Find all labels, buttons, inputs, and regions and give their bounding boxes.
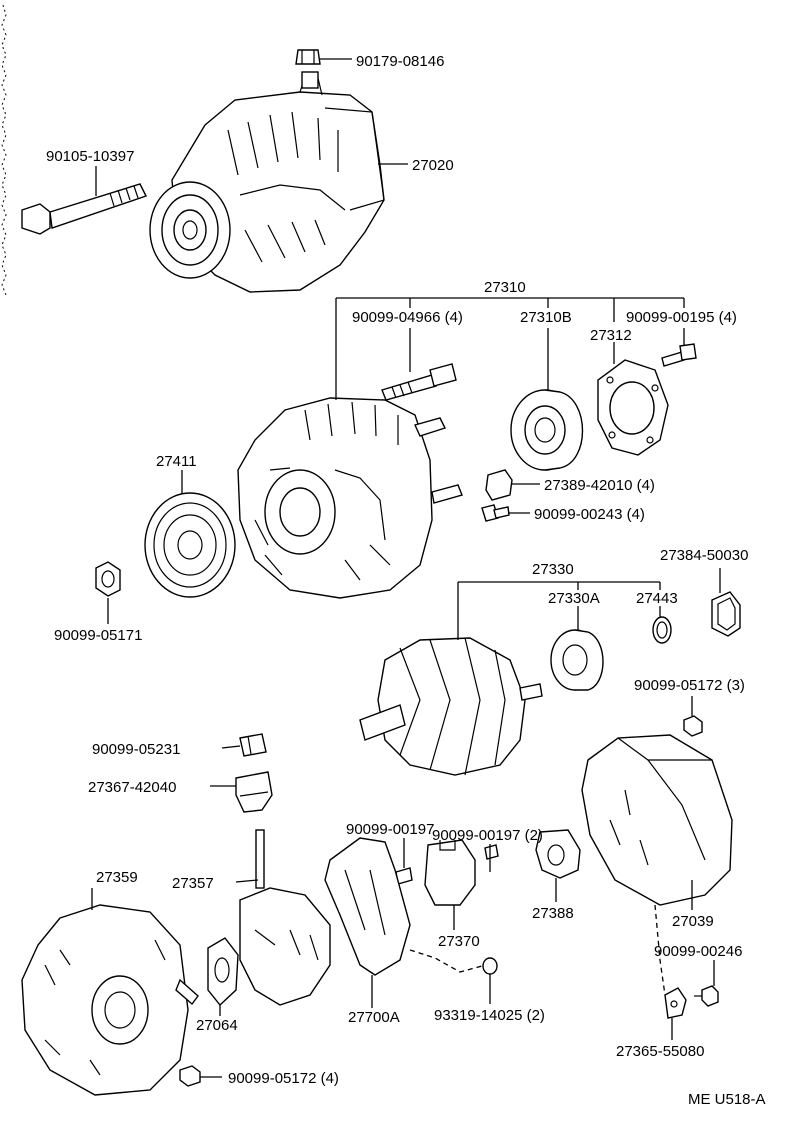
alternator-assembly-27020 <box>149 71 385 293</box>
label-27700A: 27700A <box>348 1009 400 1026</box>
gasket-27064 <box>207 937 239 1007</box>
bearing-27330A <box>550 629 604 691</box>
cover-27384-50030 <box>711 591 741 637</box>
label-27367-42040: 27367-42040 <box>88 779 176 796</box>
screw-90099-00195 <box>661 343 697 367</box>
nut-90099-05171 <box>95 561 121 597</box>
insulator-27367-42040 <box>235 771 273 813</box>
label-90099-05172-3: 90099-05172 (3) <box>634 677 745 694</box>
label-27384-50030: 27384-50030 <box>660 547 748 564</box>
label-90179-08146: 90179-08146 <box>356 53 444 70</box>
label-93319-14025: 93319-14025 (2) <box>434 1007 545 1024</box>
rotor-27330 <box>359 637 543 776</box>
screw-93319-14025 <box>482 957 498 975</box>
figure-code: ME U518-A <box>688 1091 766 1108</box>
stud-90099-04966 <box>381 363 457 401</box>
label-90099-00243: 90099-00243 (4) <box>534 506 645 523</box>
label-90099-05171: 90099-05171 <box>54 627 142 644</box>
part-labels: 90179-08146 90105-10397 27020 27310 9009… <box>46 53 766 1108</box>
rear-cover-27039 <box>581 734 733 906</box>
label-90099-00195: 90099-00195 (4) <box>626 309 737 326</box>
label-90099-05172-4: 90099-05172 (4) <box>228 1070 339 1087</box>
label-90099-04966: 90099-04966 (4) <box>352 309 463 326</box>
nut-90099-05172-3 <box>683 715 703 737</box>
label-27330A: 27330A <box>548 590 600 607</box>
retainer-plate-27312 <box>597 359 669 456</box>
pulley-27411 <box>144 492 236 598</box>
nut-90099-05172-4 <box>179 1065 201 1087</box>
label-27064: 27064 <box>196 1017 238 1034</box>
holder-27388 <box>535 829 581 879</box>
drive-end-frame-27310 <box>237 397 463 599</box>
terminal-27365-55080 <box>664 987 687 1019</box>
label-27370: 27370 <box>438 933 480 950</box>
label-27330: 27330 <box>532 561 574 578</box>
label-90099-00197-2: 90099-00197 (2) <box>432 827 543 844</box>
leader-lines <box>91 58 721 1078</box>
label-27020: 27020 <box>412 157 454 174</box>
regulator-27700A <box>324 837 411 976</box>
bolt-90105-10397 <box>21 183 147 235</box>
torn-edge <box>1 4 7 296</box>
label-90105-10397: 90105-10397 <box>46 148 134 165</box>
screw-90099-00243 <box>481 504 510 522</box>
nut-90179-08146 <box>295 49 321 65</box>
clip-27389-42010 <box>485 469 513 501</box>
rear-end-frame-27359 <box>21 904 199 1096</box>
label-27411: 27411 <box>156 453 197 470</box>
label-27443: 27443 <box>636 590 678 607</box>
rectifier-27357 <box>239 829 331 1006</box>
label-90099-05231: 90099-05231 <box>92 741 180 758</box>
label-90099-00197: 90099-00197 <box>346 821 434 838</box>
label-27039: 27039 <box>672 913 714 930</box>
bearing-27310B <box>510 389 584 471</box>
brush-holder-27370 <box>424 839 476 906</box>
label-27310B: 27310B <box>520 309 572 326</box>
label-27388: 27388 <box>532 905 574 922</box>
label-27312: 27312 <box>590 327 632 344</box>
label-27357: 27357 <box>172 875 214 892</box>
label-27365-55080: 27365-55080 <box>616 1043 704 1060</box>
label-27359: 27359 <box>96 869 138 886</box>
bolt-90099-00246 <box>694 985 719 1007</box>
washer-27443 <box>652 616 672 644</box>
nut-90099-05231 <box>239 733 267 757</box>
screw-90099-00197-2 <box>484 844 499 860</box>
label-90099-00246: 90099-00246 <box>654 943 742 960</box>
label-27389-42010: 27389-42010 (4) <box>544 477 655 494</box>
label-27310: 27310 <box>484 279 526 296</box>
